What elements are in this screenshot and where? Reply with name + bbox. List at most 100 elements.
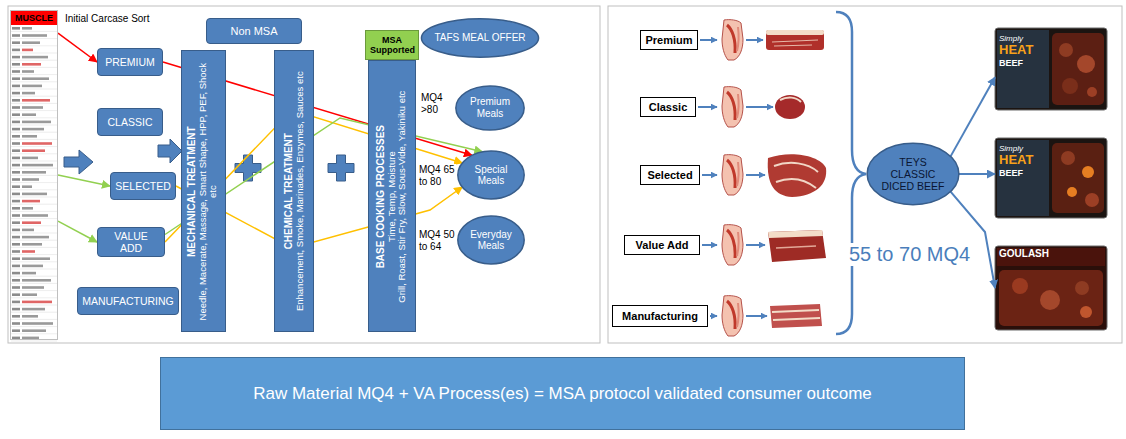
node-text: Enhancement, Smoke, Marinades, Enzymes, …: [294, 56, 305, 326]
range-label: MQ4 50 to 64: [418, 229, 456, 252]
row-mark: [12, 301, 20, 304]
grade-box: Value Add: [624, 235, 700, 255]
small-arrow: [702, 244, 717, 246]
node-text: VALUE ADD: [102, 230, 160, 254]
row-mark: [12, 106, 20, 109]
row-mark: [22, 265, 43, 268]
table-row: [11, 49, 57, 53]
row-rule: [11, 67, 57, 68]
table-row: [11, 214, 57, 218]
node-text: BEEF: [999, 168, 1047, 178]
node-text: Value Add: [629, 239, 695, 252]
table-row: [11, 265, 57, 269]
product-pack: SimplyHEATBEEF: [995, 28, 1107, 110]
node-text: Raw Material MQ4 + VA Process(es) = MSA …: [165, 384, 960, 404]
meal-ellipse: Special Meals: [457, 150, 525, 200]
node-text: Simply: [999, 34, 1047, 43]
row-mark: [12, 337, 20, 340]
table-row: [11, 315, 57, 319]
treatment-bar: MECHANICAL TREATMENTNeedle, Macerate, Ma…: [181, 50, 226, 332]
meat-cut: [766, 30, 824, 50]
node-text: Manufacturing: [617, 310, 703, 323]
product-pack-art: [995, 28, 1107, 110]
row-mark: [22, 99, 50, 102]
row-mark: [12, 171, 20, 174]
table-row: [11, 106, 57, 110]
sort-box: CLASSIC: [97, 108, 163, 136]
node-text: Premium: [645, 34, 693, 47]
block-arrow: [158, 139, 182, 163]
carcase-icon: [722, 87, 743, 127]
row-mark: [22, 178, 39, 181]
row-mark: [22, 214, 48, 217]
row-rule: [11, 175, 57, 176]
table-row: [11, 250, 57, 254]
small-arrow: [746, 106, 773, 108]
row-mark: [22, 250, 35, 253]
row-rule: [11, 240, 57, 241]
grade-box: Selected: [640, 165, 700, 185]
small-arrow: [746, 244, 765, 246]
text-holder: SELECTED: [115, 175, 171, 197]
row-mark: [22, 200, 40, 203]
row-mark: [22, 337, 39, 340]
row-mark: [12, 149, 20, 152]
node-text: HEAT: [999, 43, 1047, 58]
text-holder: Manufacturing: [617, 308, 703, 324]
text-holder: MSA Supported: [370, 33, 414, 57]
row-mark: [12, 322, 20, 325]
label-text: Initial Carcase Sort: [64, 13, 174, 25]
node-text: Grill, Roast, Stir Fry, Slow, Sous-Vide,…: [398, 66, 409, 326]
table-row: [11, 113, 57, 117]
row-mark: [22, 193, 47, 196]
meat-cut: [768, 154, 826, 197]
text-holder: Selected: [645, 168, 695, 182]
row-mark: [12, 56, 20, 59]
row-mark: [12, 229, 20, 232]
small-arrow: [746, 315, 767, 317]
row-mark: [22, 243, 42, 246]
table-row: [11, 85, 57, 89]
row-mark: [12, 142, 20, 145]
text-holder: SimplyHEATBEEF: [999, 144, 1047, 212]
row-mark: [22, 272, 36, 275]
text-holder: Everyday Meals: [464, 222, 517, 259]
row-mark: [22, 41, 40, 44]
table-column: MUSCLE: [10, 10, 58, 340]
row-mark: [22, 293, 37, 296]
row-mark: [22, 106, 43, 109]
row-rule: [11, 31, 57, 32]
node-text: SELECTED: [115, 180, 171, 192]
row-rule: [11, 182, 57, 183]
row-rule: [11, 53, 57, 54]
table-row: [11, 193, 57, 197]
table-row: [11, 142, 57, 146]
row-rule: [11, 38, 57, 39]
row-rule: [11, 326, 57, 327]
text-holder: MANUFACTURING: [82, 290, 174, 312]
table-row: [11, 135, 57, 139]
text-holder: SimplyHEATBEEF: [999, 34, 1047, 104]
row-mark: [22, 229, 34, 232]
row-mark: [22, 257, 50, 260]
product-pack-art: [995, 138, 1107, 218]
row-mark: [12, 77, 20, 80]
row-mark: [22, 85, 42, 88]
row-rule: [11, 312, 57, 313]
row-mark: [22, 322, 53, 325]
row-rule: [11, 283, 57, 284]
row-rule: [11, 261, 57, 262]
ellipse-shape: [456, 86, 524, 130]
node-text: CLASSIC: [102, 116, 158, 128]
block-arrow: [64, 150, 93, 174]
row-rule: [11, 168, 57, 169]
label-text: MQ4 50 to 64: [418, 229, 456, 252]
grade-box: Manufacturing: [612, 305, 708, 327]
connector: [58, 175, 110, 186]
plus-symbol: [328, 155, 354, 181]
range-label: MQ4 >80: [420, 92, 454, 115]
table-row: [11, 63, 57, 67]
table-row: [11, 77, 57, 81]
node-text: MECHANICAL TREATMENT: [186, 56, 198, 326]
row-rule: [11, 74, 57, 75]
